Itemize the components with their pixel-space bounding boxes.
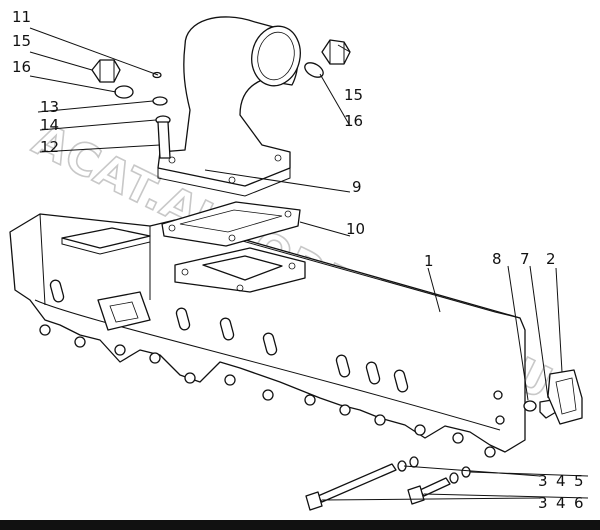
callout-13: 13: [40, 98, 59, 116]
callout-15-top: 15: [12, 32, 31, 50]
callout-14: 14: [40, 116, 59, 134]
washer-part-4-bottom: [449, 472, 459, 484]
stud-part-12: [157, 121, 171, 159]
elbow-outlet-part-9: [157, 16, 301, 197]
callout-16-top: 16: [12, 58, 31, 76]
callout-2: 2: [546, 250, 556, 268]
callout-5: 5: [574, 472, 584, 490]
washer-part-5: [409, 456, 419, 468]
cover-plate-part-2: [547, 369, 583, 425]
callout-11: 11: [12, 8, 31, 26]
washer-part-13: [152, 96, 168, 106]
callout-8: 8: [492, 250, 502, 268]
washer-part-16-top: [114, 85, 134, 99]
callout-3-top: 3: [538, 472, 548, 490]
leader-lines: [29, 27, 589, 501]
callout-3-bottom: 3: [538, 494, 548, 512]
bolt-part-3-bottom: [419, 477, 451, 497]
o-ring-part-8: [523, 400, 537, 412]
callout-7: 7: [520, 250, 530, 268]
bottom-border: [0, 520, 600, 530]
callout-4-top: 4: [556, 472, 566, 490]
bolt-head-part-3-top: [305, 491, 323, 511]
callout-4-bottom: 4: [556, 494, 566, 512]
exhaust-manifold-part-1: [9, 213, 526, 458]
callout-12: 12: [40, 138, 59, 156]
gasket-part-10: [161, 201, 301, 247]
callout-16-right: 16: [344, 112, 363, 130]
callout-6: 6: [574, 494, 584, 512]
plug-part-15-top: [91, 59, 121, 83]
plug-part-15-right: [321, 39, 351, 65]
washer-part-16-right: [304, 62, 324, 78]
washer-part-6: [461, 466, 471, 478]
callout-10: 10: [346, 220, 365, 238]
callout-1: 1: [424, 252, 434, 270]
callout-15-right: 15: [344, 86, 363, 104]
callout-9: 9: [352, 178, 362, 196]
bolt-part-3-top: [317, 463, 397, 503]
